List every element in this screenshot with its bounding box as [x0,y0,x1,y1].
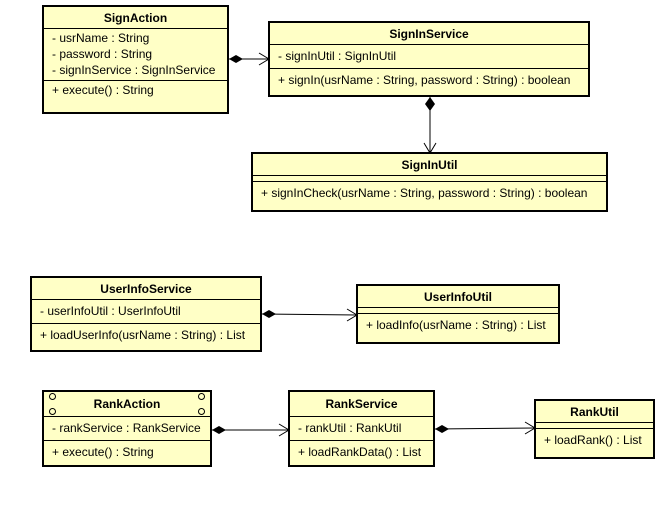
attributes-section: - rankUtil : RankUtil [290,417,433,441]
operations-section: + loadUserInfo(usrName : String) : List [32,324,260,345]
corner-marker [49,408,56,415]
class-rank-service[interactable]: RankService - rankUtil : RankUtil + load… [288,390,435,467]
attribute: - password : String [52,47,153,61]
operations-section: + execute() : String [44,441,210,462]
attribute: - signInUtil : SignInUtil [278,49,397,63]
composition-diamond [229,55,243,63]
class-sign-in-util[interactable]: SignInUtil + signInCheck(usrName : Strin… [251,152,608,212]
class-name: SignInUtil [253,154,606,176]
corner-marker [198,408,205,415]
corner-marker [198,393,205,400]
class-name: SignInService [270,23,588,45]
operations-section: + signInCheck(usrName : String, password… [253,182,606,203]
class-name: RankAction [44,392,210,417]
operation: + execute() : String [52,83,154,97]
class-name: UserInfoUtil [358,286,558,308]
attribute: - signInService : SignInService [52,63,216,77]
class-user-info-service[interactable]: UserInfoService - userInfoUtil : UserInf… [30,276,262,352]
operation: + signIn(usrName : String, password : St… [278,73,571,87]
composition-diamond [212,426,226,434]
attributes-section [536,423,653,429]
attributes-section: - rankService : RankService [44,417,210,441]
class-name: RankService [290,392,433,417]
attributes-section: - userInfoUtil : UserInfoUtil [32,300,260,324]
composition-userinfoservice-userinfoutil [261,308,358,322]
composition-signinservice-signinutil [423,97,437,154]
operations-section: + execute() : String [44,81,227,100]
composition-diamond [425,97,435,111]
class-name: SignAction [44,7,227,29]
class-rank-action[interactable]: RankAction - rankService : RankService +… [42,390,212,467]
class-user-info-util[interactable]: UserInfoUtil + loadInfo(usrName : String… [356,284,560,344]
operation: + execute() : String [52,445,154,459]
composition-signaction-signinservice [229,52,270,66]
attributes-section [358,308,558,314]
attribute: - rankService : RankService [52,421,201,435]
operations-section: + loadRankData() : List [290,441,433,462]
attributes-section: - signInUtil : SignInUtil [270,45,588,69]
operation: + signInCheck(usrName : String, password… [261,186,588,200]
operation: + loadRank() : List [544,433,642,447]
attribute: - usrName : String [52,31,150,45]
class-sign-action[interactable]: SignAction - usrName : String - password… [42,5,229,114]
class-sign-in-service[interactable]: SignInService - signInUtil : SignInUtil … [268,21,590,97]
operation: + loadInfo(usrName : String) : List [366,318,546,332]
attribute: - userInfoUtil : UserInfoUtil [40,304,181,318]
operations-section: + loadRank() : List [536,429,653,450]
corner-marker [49,393,56,400]
class-name: UserInfoService [32,278,260,300]
composition-diamond [435,425,449,433]
attributes-section: - usrName : String - password : String -… [44,29,227,81]
composition-rankaction-rankservice [212,423,290,437]
operation: + loadUserInfo(usrName : String) : List [40,328,246,342]
composition-rankservice-rankutil [434,421,536,435]
class-name: RankUtil [536,401,653,423]
operations-section: + loadInfo(usrName : String) : List [358,314,558,335]
attribute: - rankUtil : RankUtil [298,421,402,435]
class-rank-util[interactable]: RankUtil + loadRank() : List [534,399,655,459]
operation: + loadRankData() : List [298,445,422,459]
composition-diamond [262,310,276,318]
operations-section: + signIn(usrName : String, password : St… [270,69,588,90]
attributes-section [253,176,606,182]
